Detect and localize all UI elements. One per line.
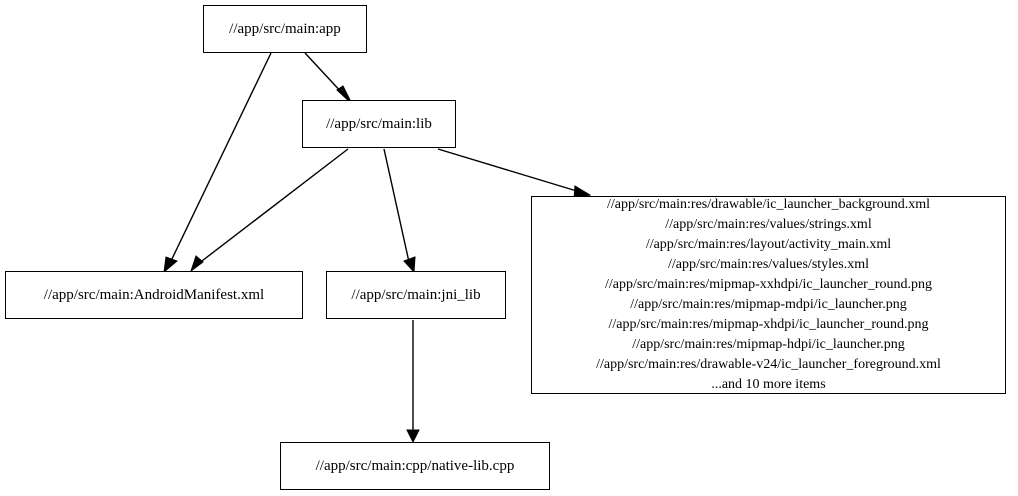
edge-lib-to-resources — [437, 148, 592, 200]
node-app-label: //app/src/main:app — [229, 20, 341, 37]
node-android-manifest-label: //app/src/main:AndroidManifest.xml — [43, 286, 265, 303]
node-resources[interactable]: //app/src/main:res/drawable/ic_launcher_… — [531, 196, 1006, 394]
node-jni-lib-label: //app/src/main:jni_lib — [351, 286, 481, 303]
edge-lib-to-jni-lib — [383, 148, 416, 274]
node-android-manifest[interactable]: //app/src/main:AndroidManifest.xml — [5, 271, 303, 319]
node-native-lib-cpp-label: //app/src/main:cpp/native-lib.cpp — [315, 457, 515, 474]
node-jni-lib[interactable]: //app/src/main:jni_lib — [326, 271, 506, 319]
edge-app-to-lib — [304, 52, 353, 105]
node-resources-label: //app/src/main:res/drawable/ic_launcher_… — [596, 197, 941, 392]
edge-lib-to-manifest — [190, 148, 349, 273]
node-lib-label: //app/src/main:lib — [326, 115, 432, 132]
node-app[interactable]: //app/src/main:app — [203, 5, 367, 53]
edge-app-to-manifest — [163, 52, 272, 274]
node-native-lib-cpp[interactable]: //app/src/main:cpp/native-lib.cpp — [280, 442, 550, 490]
node-lib[interactable]: //app/src/main:lib — [302, 100, 456, 148]
edge-jni-lib-to-native-lib — [406, 320, 420, 444]
